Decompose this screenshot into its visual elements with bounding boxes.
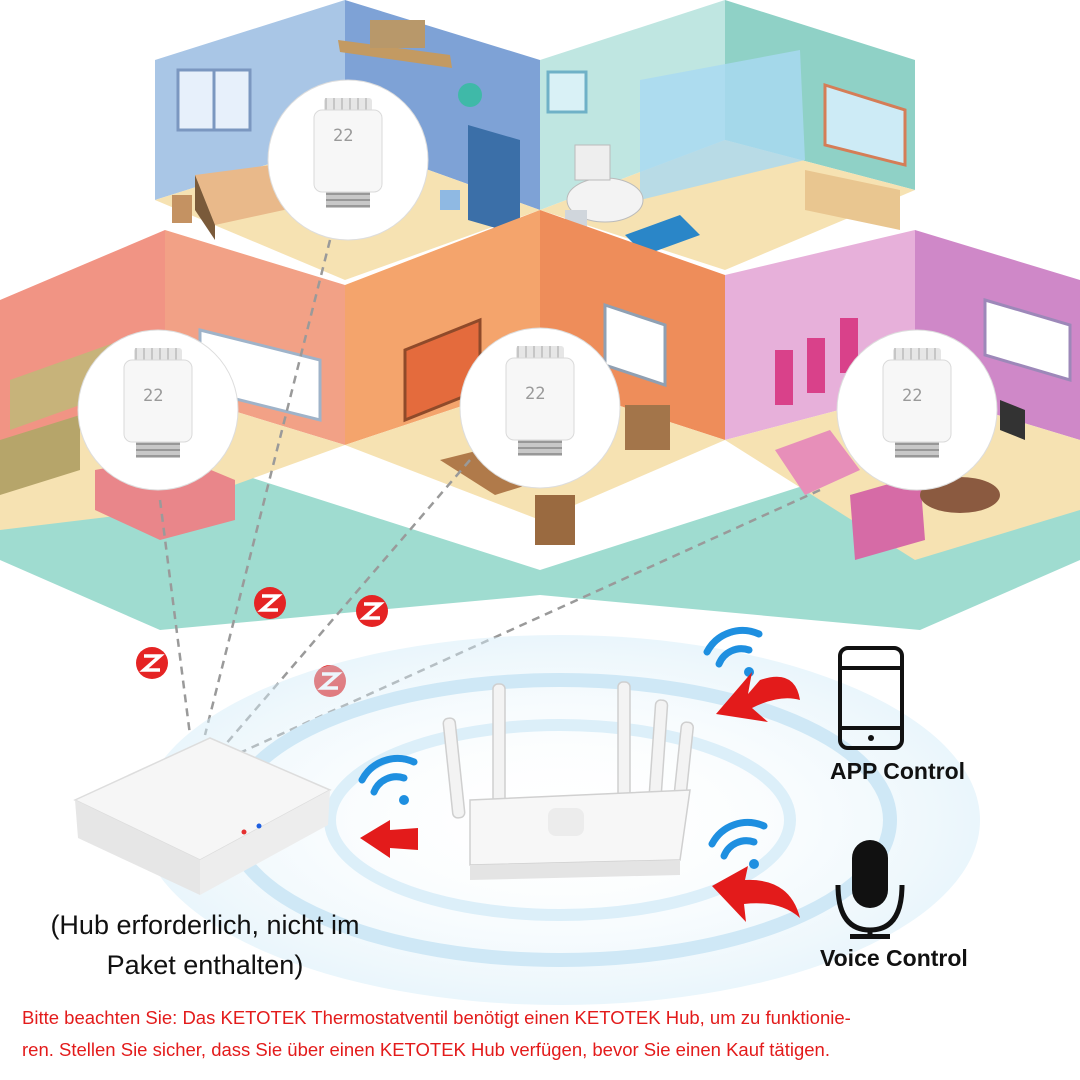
thermostat-lounge — [836, 329, 998, 491]
thermostat-bedroom — [267, 79, 429, 241]
hub-caption-line2: Paket enthalten) — [106, 950, 304, 980]
notice-line2: ren. Stellen Sie sicher, dass Sie über e… — [22, 1039, 830, 1060]
notice-line1: Bitte beachten Sie: Das KETOTEK Thermost… — [22, 1007, 851, 1028]
hub-caption-line1: (Hub erforderlich, nicht im — [50, 910, 360, 940]
wifi-icon — [708, 818, 768, 869]
zigbee-icon — [136, 647, 168, 679]
smartphone-icon — [838, 646, 904, 750]
hub-caption: (Hub erforderlich, nicht im Paket enthal… — [20, 905, 390, 985]
thermostat-livingroom-display: 22 — [143, 386, 163, 406]
thermostat-bedroom-display: 22 — [333, 126, 353, 146]
hub-required-notice: Bitte beachten Sie: Das KETOTEK Thermost… — [22, 1002, 1062, 1066]
red-arrow-icon — [360, 820, 418, 858]
thermostat-dining-display: 22 — [525, 384, 545, 404]
thermostat-dining — [459, 327, 621, 489]
zigbee-icon — [254, 587, 286, 619]
wifi-icon — [358, 754, 418, 805]
thermostat-lounge-display: 22 — [902, 386, 922, 406]
app-control-label: APP Control — [830, 758, 966, 784]
voice-control-label: Voice Control — [820, 945, 968, 971]
microphone-icon — [835, 840, 905, 939]
zigbee-hub — [73, 737, 332, 895]
zigbee-icon — [356, 595, 388, 627]
red-arrow-icon — [712, 866, 800, 922]
house-illustration — [0, 0, 1080, 630]
red-arrow-icon — [716, 672, 800, 722]
thermostat-livingroom — [77, 329, 239, 491]
wifi-router — [442, 681, 694, 880]
